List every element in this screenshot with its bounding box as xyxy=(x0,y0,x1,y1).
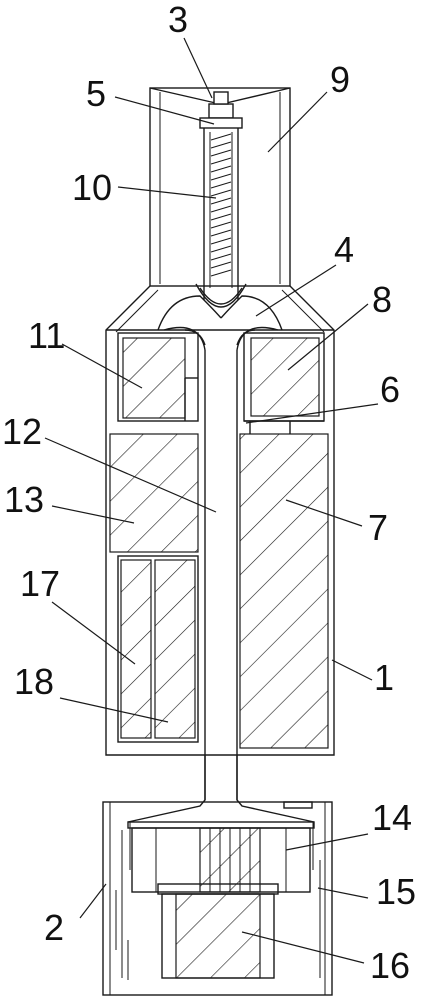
callout-1: 1 xyxy=(374,657,394,698)
block-13 xyxy=(109,433,199,553)
callout-13: 13 xyxy=(4,479,44,520)
callout-5: 5 xyxy=(86,73,106,114)
lower-housing xyxy=(102,755,333,996)
screw-thread xyxy=(210,133,232,277)
callout-18: 18 xyxy=(14,661,54,702)
callout-11: 11 xyxy=(28,315,65,356)
motor-14 xyxy=(127,821,315,893)
callout-14: 14 xyxy=(372,797,412,838)
callout-16: 16 xyxy=(370,945,410,986)
block-6-connector xyxy=(244,420,324,434)
central-shaft xyxy=(204,350,238,800)
callout-7: 7 xyxy=(368,507,388,548)
callout-15: 15 xyxy=(376,871,416,912)
block-7 xyxy=(239,433,329,749)
leader-lines xyxy=(44,37,379,964)
upper-tube xyxy=(149,87,291,287)
screw-assembly xyxy=(195,91,247,308)
block-18 xyxy=(154,559,196,739)
callout-10: 10 xyxy=(72,167,112,208)
motor-16 xyxy=(157,883,279,979)
curved-channels xyxy=(157,295,283,351)
callout-labels: 3 5 9 10 4 8 11 6 12 13 7 17 1 18 14 15 … xyxy=(2,0,416,986)
callout-17: 17 xyxy=(20,563,60,604)
callout-6: 6 xyxy=(380,369,400,410)
callout-4: 4 xyxy=(334,229,354,270)
main-housing xyxy=(105,285,335,756)
callout-12: 12 xyxy=(2,411,42,452)
block-11 xyxy=(117,332,199,422)
callout-8: 8 xyxy=(372,279,392,320)
block-8 xyxy=(243,332,325,422)
callout-3: 3 xyxy=(168,0,188,40)
callout-9: 9 xyxy=(330,59,350,100)
block-17 xyxy=(117,555,199,743)
callout-2: 2 xyxy=(44,907,64,948)
